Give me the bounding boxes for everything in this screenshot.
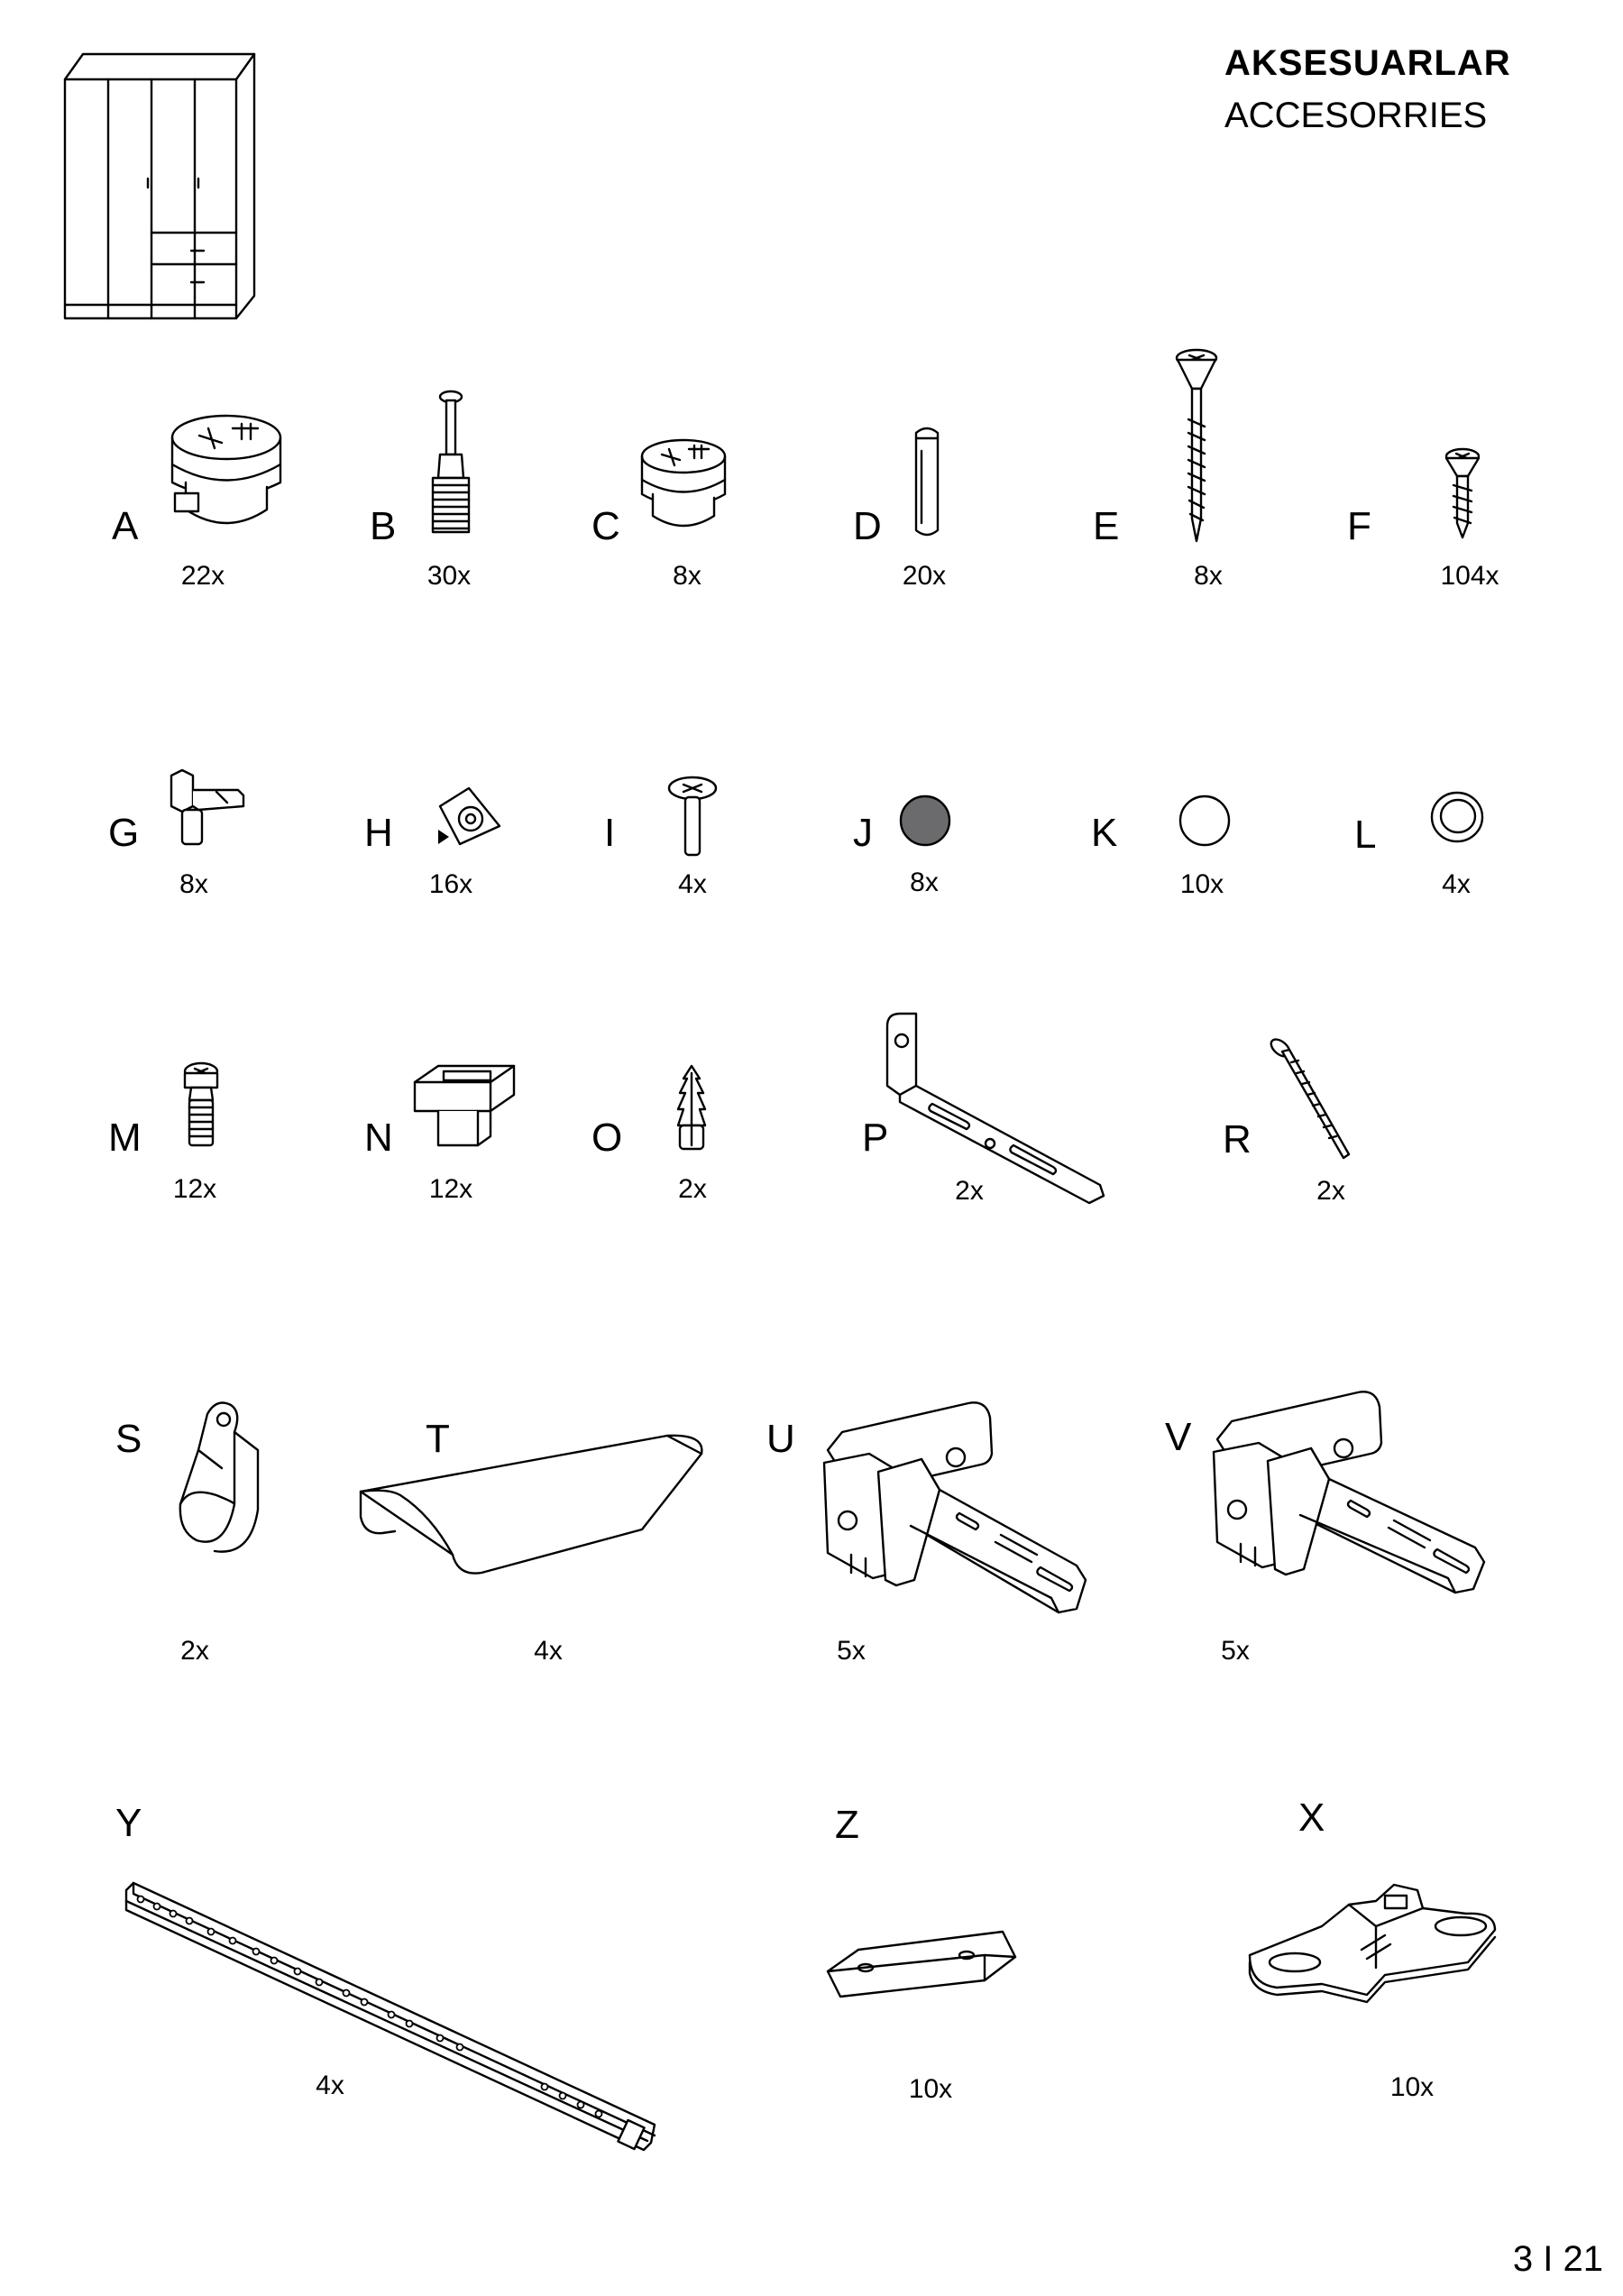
slide-hole (315, 1978, 324, 1987)
wardrobe-thumbnail-icon (63, 52, 256, 320)
slide-hole (558, 2091, 567, 2100)
slide-hole (185, 1916, 194, 1925)
part-qty: 8x (673, 561, 701, 591)
part-letter: P (862, 1116, 889, 1160)
part-letter: O (591, 1116, 623, 1160)
part-qty: 10x (1179, 869, 1224, 899)
part-letter: J (853, 811, 873, 855)
short-screw-icon (1444, 447, 1481, 539)
long-screw-icon (1175, 348, 1218, 543)
part-qty: 2x (1316, 1176, 1345, 1206)
hinge-left-icon (822, 1401, 1087, 1614)
part-letter: D (853, 504, 882, 548)
part-qty: 5x (1221, 1636, 1250, 1666)
part-qty: 12x (428, 1174, 473, 1204)
part-letter: V (1165, 1415, 1192, 1459)
part-letter: F (1347, 504, 1371, 548)
part-qty: 104x (1440, 561, 1499, 591)
wooden-dowel-icon (914, 427, 940, 537)
part-qty: 4x (534, 1636, 563, 1666)
slide-hole (455, 2043, 464, 2052)
part-letter: L (1354, 813, 1377, 857)
white-cap-icon (1178, 794, 1231, 847)
part-qty: 22x (180, 561, 225, 591)
wall-screw-icon (1270, 1038, 1351, 1160)
part-qty: 4x (1442, 869, 1471, 899)
hinge-right-icon (1212, 1391, 1486, 1594)
part-letter: Z (835, 1803, 859, 1847)
page-title-en: ACCESORRIES (1224, 96, 1488, 135)
part-letter: X (1298, 1795, 1325, 1840)
part-qty: 20x (902, 561, 947, 591)
part-letter: Y (115, 1801, 142, 1845)
part-letter: T (426, 1417, 450, 1461)
slide-hole (436, 2034, 445, 2043)
part-qty: 16x (428, 869, 473, 899)
part-letter: H (364, 811, 393, 855)
rail-holder-icon (179, 1401, 260, 1553)
slide-hole (293, 1967, 302, 1976)
strike-plate-icon (826, 1930, 1017, 1998)
shelf-support-icon (170, 768, 245, 846)
page-title-tr: AKSESUARLAR (1224, 43, 1511, 83)
cam-lock-icon (170, 414, 282, 525)
connector-bolt-icon (667, 776, 718, 857)
slide-hole (405, 2019, 414, 2028)
slide-hole (270, 1956, 279, 1965)
slide-hole (169, 1909, 178, 1918)
part-qty: 30x (426, 561, 472, 591)
slide-hole (252, 1947, 261, 1956)
ring-washer-icon (1430, 791, 1484, 843)
handle-icon (359, 1434, 703, 1575)
part-qty: 8x (910, 868, 939, 897)
slide-hole (594, 2109, 603, 2118)
part-letter: G (108, 811, 140, 855)
part-qty: 4x (678, 869, 707, 899)
part-letter: I (604, 811, 616, 855)
slide-hole (342, 1988, 351, 1998)
part-letter: N (364, 1116, 393, 1160)
angle-bracket-icon (885, 1012, 1105, 1205)
part-letter: S (115, 1417, 142, 1461)
part-letter: M (108, 1116, 142, 1160)
part-qty: 10x (908, 2074, 953, 2104)
page-number: 3 I 21 (1512, 2239, 1603, 2279)
part-letter: E (1093, 504, 1120, 548)
part-letter: C (591, 504, 620, 548)
wall-plug-icon (676, 1064, 707, 1151)
cam-bolt-icon (431, 390, 471, 534)
part-letter: B (370, 504, 397, 548)
part-letter: K (1091, 811, 1118, 855)
threaded-insert-icon (183, 1061, 219, 1147)
slide-hole (152, 1902, 161, 1911)
part-qty: 2x (678, 1174, 707, 1204)
slide-hole (387, 2010, 396, 2019)
part-qty: 2x (955, 1176, 984, 1206)
slide-hole (576, 2100, 585, 2109)
drawer-slide-icon (124, 1881, 656, 2152)
slide-hole (540, 2082, 549, 2091)
slide-hole (360, 1998, 369, 2007)
cabinet-clip-icon (413, 1064, 516, 1147)
slide-hole (228, 1936, 237, 1945)
part-letter: A (112, 504, 139, 548)
slide-hole (206, 1927, 215, 1936)
part-qty: 2x (180, 1636, 209, 1666)
dark-cap-icon (899, 794, 951, 847)
part-letter: R (1223, 1117, 1252, 1162)
slide-hole (136, 1895, 145, 1904)
part-letter: U (766, 1417, 795, 1461)
corner-block-icon (438, 786, 501, 846)
part-qty: 8x (1194, 561, 1223, 591)
part-qty: 8x (179, 869, 208, 899)
small-cam-lock-icon (640, 438, 727, 528)
part-qty: 10x (1389, 2072, 1435, 2102)
mounting-plate-icon (1248, 1883, 1497, 2004)
part-qty: 12x (172, 1174, 217, 1204)
part-qty: 4x (316, 2071, 344, 2100)
part-qty: 5x (837, 1636, 866, 1666)
